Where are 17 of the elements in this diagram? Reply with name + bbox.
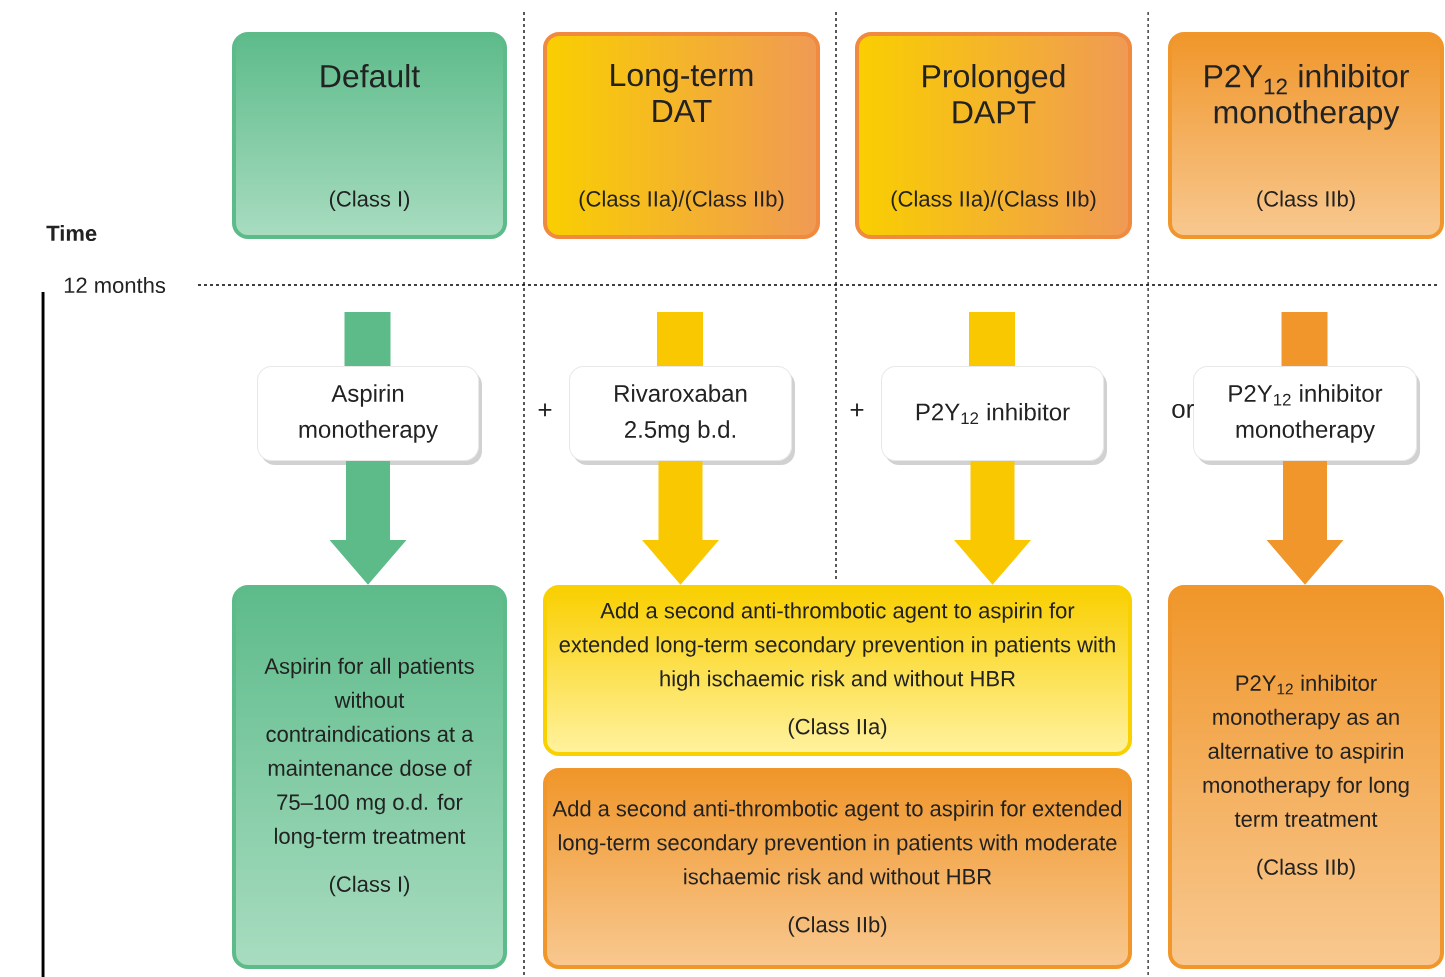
drug-box: Aspirin monotherapy xyxy=(257,366,482,465)
recommendation-box: P2Y$_{12}$ inhibitor monotherapy as an alternative to aspirin monotherapy for long term treatment (Class IIb) xyxy=(1168,585,1444,969)
drug-box: P2Y$_{12}$ inhibitor monotherapy xyxy=(1193,366,1420,465)
operator-sign: + xyxy=(538,403,552,417)
recommendation-box: Add a second anti-thrombotic agent to aspirin for extended long-term secondary prevention in patients with moderate ischaemic risk and without HBR (Class IIb) xyxy=(543,768,1132,969)
strategy-box: Prolonged DAPT (Class IIa)/(Class IIb) xyxy=(855,32,1132,239)
drug-box: Rivaroxaban 2.5mg b.d. xyxy=(569,366,795,465)
strategy-box: P2Y$_{12}$ inhibitor monotherapy (Class IIb) xyxy=(1168,32,1444,239)
strategy-box: Default (Class I) xyxy=(232,32,507,239)
recommendation-box: Add a second anti-thrombotic agent to aspirin for extended long-term secondary prevention in patients with high ischaemic risk and without HBR (Class IIa) xyxy=(543,585,1132,756)
drug-box: P2Y$_{12}$ inhibitor xyxy=(881,366,1107,465)
operator-sign: + xyxy=(850,403,864,417)
axis-label: Time xyxy=(46,224,97,242)
time-label: 12 months xyxy=(64,276,166,294)
operator-sign: or xyxy=(1172,403,1194,419)
recommendation-box: Aspirin for all patients without contraindications at a maintenance dose of 75–100 mg o.d. for long-term treatment (Class I) xyxy=(232,585,507,969)
strategy-box: Long-term DAT (Class IIa)/(Class IIb) xyxy=(543,32,820,239)
